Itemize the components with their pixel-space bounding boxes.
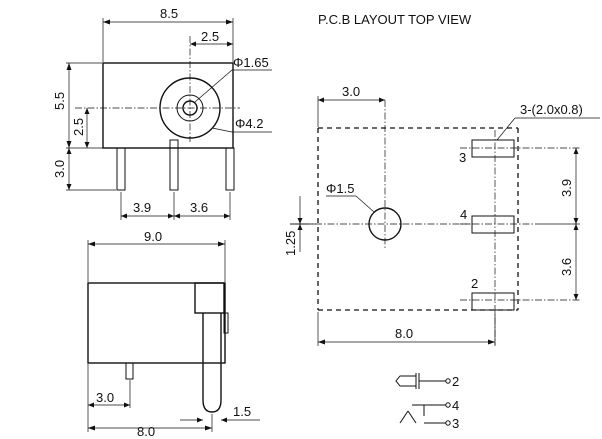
front-pin-small: [125, 362, 134, 380]
front-dim-length: 8.0: [137, 424, 155, 439]
side-dim-inner-dia: Φ1.65: [233, 55, 269, 70]
side-view-body: [102, 62, 234, 149]
side-pin-middle: [169, 139, 179, 191]
pcb-dim-slot-size: 3-(2.0x0.8): [520, 102, 583, 117]
pcb-pad-3: [471, 139, 515, 158]
side-dim-center-height: 2.5: [71, 118, 86, 136]
schematic-pin-4: 4: [452, 398, 459, 413]
pcb-dim-pad-spacing-1: 3.9: [559, 179, 574, 197]
side-dim-pin-spacing-2: 3.6: [190, 200, 208, 215]
front-view: 9.0 3.0 8.0 1.5: [87, 229, 260, 439]
schematic-pin-3: 3: [452, 416, 459, 431]
side-dim-top-offset: 2.5: [201, 29, 219, 44]
front-dim-pin-thickness: 1.5: [233, 404, 251, 419]
jack-schematic: 2 4 3: [395, 373, 459, 431]
pcb-dim-hole-y: 1.25: [283, 231, 298, 256]
pcb-dim-width: 8.0: [395, 326, 413, 341]
front-dim-pin-offset: 3.0: [96, 390, 114, 405]
pcb-pad-4: [471, 215, 515, 234]
pcb-layout: P.C.B LAYOUT TOP VIEW 3.0 3-(2.0x0.8): [283, 12, 600, 346]
front-view-body: [87, 282, 226, 364]
schematic-plug-icon: [395, 375, 417, 387]
pcb-pad-4-label: 4: [460, 207, 467, 222]
side-view: 8.5 2.5 Φ1.65 Φ4.2 5.5 2.5 3.0: [52, 6, 272, 220]
side-dim-outer-dia: Φ4.2: [235, 116, 263, 131]
side-dim-height: 5.5: [52, 92, 67, 110]
pcb-pad-2: [471, 292, 515, 311]
schematic-pin-2: 2: [452, 374, 459, 389]
pcb-dim-hole-offset: 3.0: [342, 84, 360, 99]
side-dim-width: 8.5: [160, 6, 178, 21]
side-pin-right: [225, 147, 235, 191]
pcb-dim-hole-dia: Φ1.5: [326, 181, 354, 196]
pcb-pad-2-label: 2: [471, 276, 478, 291]
pcb-dim-pad-spacing-2: 3.6: [559, 258, 574, 276]
front-dim-width: 9.0: [144, 229, 162, 244]
pcb-pad-3-label: 3: [459, 150, 466, 165]
side-pin-left: [116, 147, 126, 191]
side-dim-pin-spacing-1: 3.9: [133, 200, 151, 215]
pcb-layout-title: P.C.B LAYOUT TOP VIEW: [318, 12, 472, 27]
side-dim-pin-length: 3.0: [52, 160, 67, 178]
